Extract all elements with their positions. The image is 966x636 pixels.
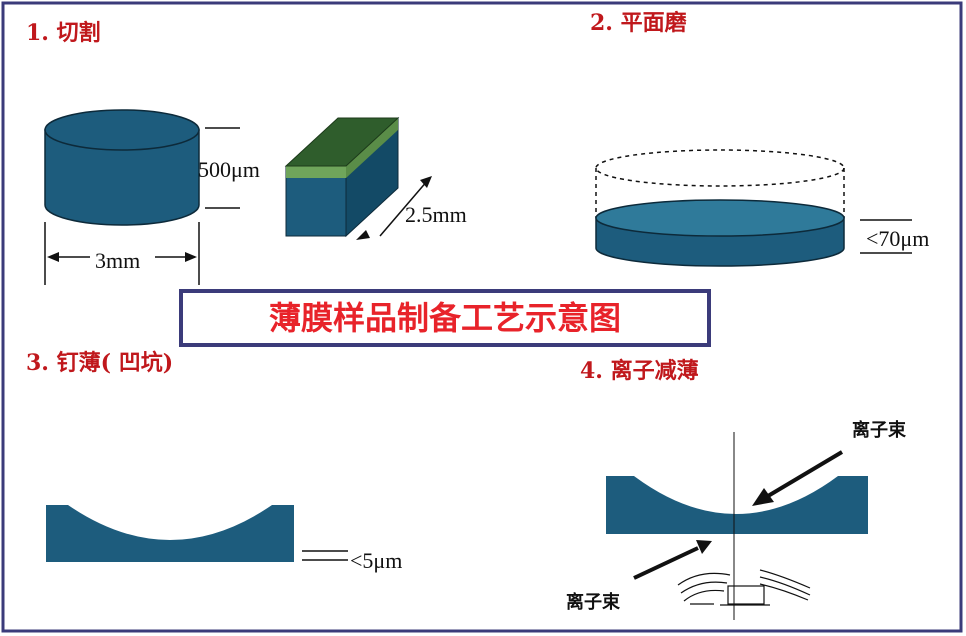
step-4-title: 4. 离子减薄 bbox=[580, 358, 699, 384]
original-disc-outline bbox=[595, 149, 845, 218]
ion-beam-label-upper: 离子束 bbox=[852, 419, 907, 441]
main-title: 薄膜样品制备工艺示意图 bbox=[269, 299, 621, 337]
ion-gun-sketch bbox=[677, 569, 811, 606]
ion-beam-lower-arrow bbox=[633, 546, 699, 580]
dimpled-sample bbox=[46, 505, 294, 562]
ion-beam-lower-arrowhead bbox=[696, 540, 712, 554]
step-1-title: 1. 切割 bbox=[26, 20, 101, 46]
step-3-title: 3. 钉薄( 凹坑) bbox=[26, 350, 173, 376]
block-width-arrowhead-bottom bbox=[356, 230, 370, 240]
ion-beam-label-lower: 离子束 bbox=[566, 591, 621, 613]
block-width-label: 2.5mm bbox=[405, 202, 467, 227]
block-width-line bbox=[379, 179, 429, 237]
dimple-thickness-label: <5μm bbox=[350, 548, 402, 573]
cut-cylinder bbox=[44, 109, 200, 226]
ion-milled-sample bbox=[606, 476, 868, 534]
block-width-arrowhead-top bbox=[420, 176, 432, 188]
height-dimension-label: 500μm bbox=[198, 157, 260, 182]
title-box bbox=[179, 289, 711, 347]
step-2-title: 2. 平面磨 bbox=[590, 10, 687, 36]
ground-disc bbox=[595, 199, 845, 267]
diameter-dimension-label: 3mm bbox=[95, 248, 140, 273]
cut-block bbox=[284, 116, 400, 238]
ion-beam-upper-arrowhead bbox=[752, 488, 774, 506]
diameter-arrowhead-left bbox=[47, 252, 59, 262]
diameter-arrowhead-right bbox=[185, 252, 197, 262]
ion-beam-upper-arrow bbox=[766, 450, 844, 498]
ground-thickness-label: <70μm bbox=[866, 226, 929, 251]
